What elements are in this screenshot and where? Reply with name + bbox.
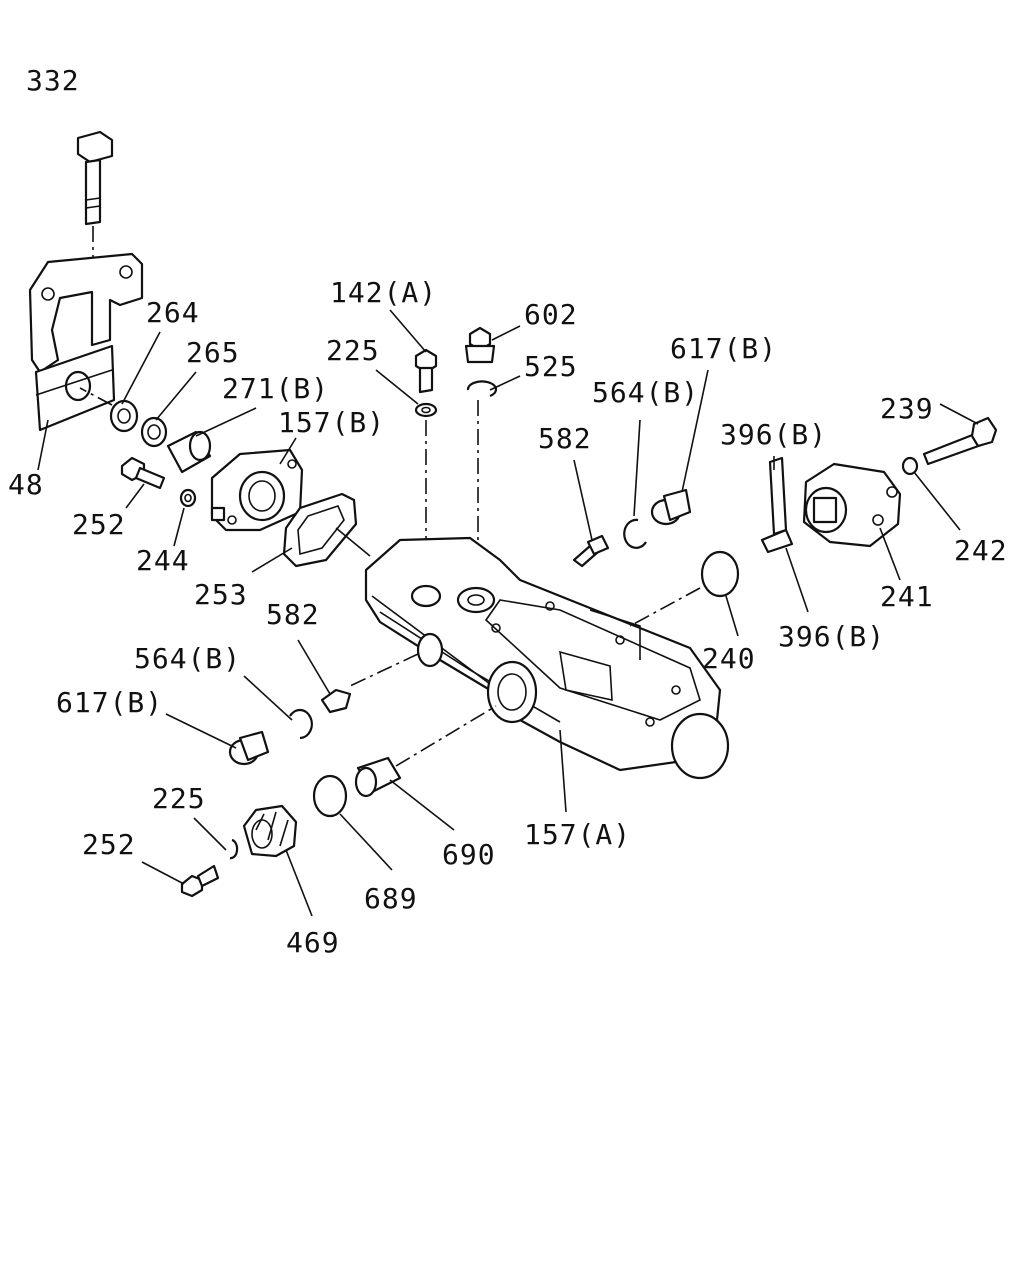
o-ring-240 [700,550,740,598]
label-157a[interactable]: 157(A) [524,818,631,851]
washer-244 [179,488,197,508]
label-332[interactable]: 332 [26,64,80,97]
bolt-142a [414,348,438,394]
washer-265 [140,416,168,448]
cap-469 [242,804,298,858]
bushing-271b [166,430,212,474]
snap-ring-564b-upper [623,518,647,549]
detent-396b-upper [768,456,788,536]
label-690[interactable]: 690 [442,838,496,871]
washer-225-lower [229,838,239,860]
label-689[interactable]: 689 [364,882,418,915]
label-239[interactable]: 239 [880,392,934,425]
bracket-48 [28,252,144,432]
detent-396b-lower [760,528,794,554]
label-564b-lower[interactable]: 564(B) [134,642,241,675]
label-582-lower[interactable]: 582 [266,598,320,631]
label-242[interactable]: 242 [954,534,1008,567]
washer-242 [901,456,919,476]
axis-line-690 [395,705,497,767]
snap-ring-525 [466,380,498,398]
label-142a[interactable]: 142(A) [330,276,437,309]
bolt-332 [76,130,114,226]
leader-lines [37,309,979,917]
label-564b-upper[interactable]: 564(B) [592,376,699,409]
pin-582-upper [572,534,610,568]
label-241[interactable]: 241 [880,580,934,613]
label-225-lower[interactable]: 225 [152,782,206,815]
label-240[interactable]: 240 [702,642,756,675]
label-469[interactable]: 469 [286,926,340,959]
label-525[interactable]: 525 [524,350,578,383]
label-264[interactable]: 264 [146,296,200,329]
plug-602 [464,326,496,364]
bolt-239 [922,416,998,466]
switch-241 [802,462,902,548]
label-396b-lower[interactable]: 396(B) [778,620,885,653]
seal-264 [109,399,139,433]
axis-line-240 [629,587,701,627]
label-617b-upper[interactable]: 617(B) [670,332,777,365]
gasket-253 [282,492,358,568]
bolt-252-lower [180,864,220,898]
label-602[interactable]: 602 [524,298,578,331]
snap-ring-564b-lower [289,708,313,740]
label-48[interactable]: 48 [8,468,44,501]
label-271b[interactable]: 271(B) [222,372,329,405]
bolt-252-upper [120,456,166,490]
housing-157b [210,448,304,532]
label-157b[interactable]: 157(B) [278,406,385,439]
plug-617b-lower [228,730,270,766]
label-265[interactable]: 265 [186,336,240,369]
plug-617b-upper [650,488,692,526]
label-582-upper[interactable]: 582 [538,422,592,455]
label-252-upper[interactable]: 252 [72,508,126,541]
o-ring-689 [312,774,348,818]
label-253[interactable]: 253 [194,578,248,611]
pin-582-lower [320,688,352,714]
label-617b-lower[interactable]: 617(B) [56,686,163,719]
axis-line-bracket [79,387,113,406]
sleeve-690 [354,756,402,798]
label-244[interactable]: 244 [136,544,190,577]
washer-225-upper [414,402,438,418]
part-labels: 332 264 265 271(B) 157(B) 48 252 244 253… [8,64,1008,959]
label-396b-upper[interactable]: 396(B) [720,418,827,451]
label-225-upper[interactable]: 225 [326,334,380,367]
main-housing-157a [364,536,730,780]
label-252-lower[interactable]: 252 [82,828,136,861]
axis-line-582-lower [349,653,419,687]
